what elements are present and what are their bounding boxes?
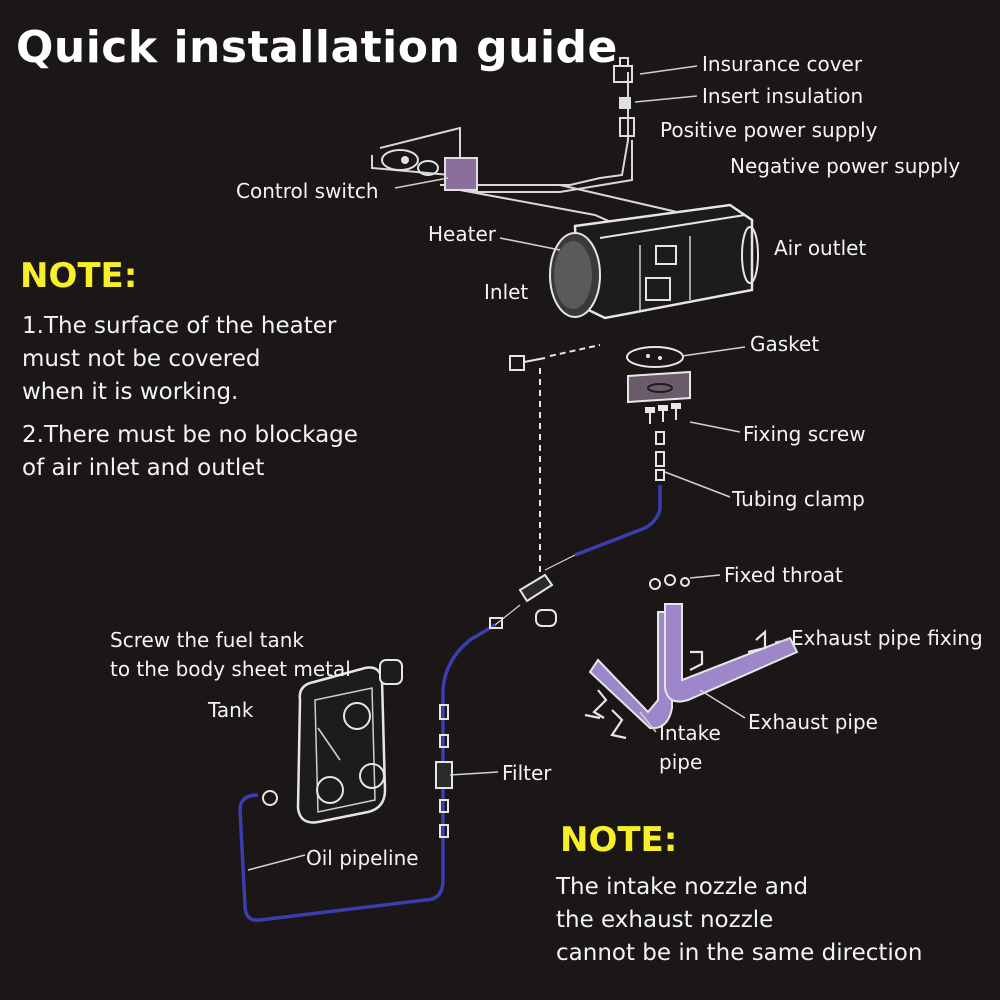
- mounting-plate-icon: [627, 370, 691, 404]
- label-positive-power: Positive power supply: [660, 118, 878, 142]
- note1-line: 2.There must be no blockage: [22, 422, 358, 448]
- label-screw-tank-line2: to the body sheet metal: [110, 657, 351, 681]
- fuel-line: [238, 485, 662, 922]
- note1-line: when it is working.: [22, 379, 239, 405]
- tubing-clamp-icon: [655, 431, 665, 481]
- label-filter: Filter: [502, 761, 552, 785]
- note2-line: The intake nozzle and: [556, 874, 809, 900]
- fuel-line-outline: [494, 554, 576, 626]
- note2-line: cannot be in the same direction: [556, 940, 923, 966]
- label-gasket: Gasket: [750, 332, 820, 356]
- note1-line: 1.The surface of the heater: [22, 313, 337, 339]
- label-tubing-clamp: Tubing clamp: [732, 487, 865, 511]
- label-intake-pipe-line1: Intake: [659, 721, 721, 745]
- intake-pipe-icon: [588, 611, 673, 730]
- label-air-outlet: Air outlet: [774, 236, 867, 260]
- fixed-throat-icon: [649, 574, 690, 590]
- connector-icon: [613, 57, 635, 137]
- label-negative-power: Negative power supply: [730, 154, 961, 178]
- label-insert-insulation: Insert insulation: [702, 84, 864, 108]
- page-title: Quick installation guide: [16, 22, 618, 73]
- note1-line: must not be covered: [22, 346, 261, 372]
- label-control-switch: Control switch: [236, 179, 379, 203]
- label-heater: Heater: [428, 222, 496, 246]
- label-oil-pipeline: Oil pipeline: [306, 846, 419, 870]
- note2-heading: NOTE:: [560, 820, 678, 860]
- fuel-tank-icon: [262, 659, 403, 824]
- note2-line: the exhaust nozzle: [556, 907, 774, 933]
- filter-assembly-icon: [435, 573, 557, 838]
- label-screw-tank-line1: Screw the fuel tank: [110, 628, 304, 652]
- leader-lines: [247, 65, 789, 871]
- pipe-fixing-clips-icon: [584, 629, 767, 740]
- label-tank: Tank: [208, 698, 254, 722]
- gasket-icon: [626, 346, 684, 368]
- label-fixed-throat: Fixed throat: [724, 563, 843, 587]
- note1-heading: NOTE:: [20, 256, 138, 296]
- control-switch-icon: [381, 149, 478, 191]
- label-fixing-screw: Fixing screw: [743, 422, 866, 446]
- label-exhaust-pipe: Exhaust pipe: [748, 710, 878, 734]
- fixing-screw-icon: [645, 403, 681, 424]
- label-inlet: Inlet: [484, 280, 529, 304]
- label-insurance-cover: Insurance cover: [702, 52, 863, 76]
- label-exhaust-pipe-fixing: Exhaust pipe fixing: [791, 626, 983, 650]
- note1-text: 1.The surface of the heater must not be …: [22, 310, 358, 485]
- heater-unit-icon: [549, 203, 759, 320]
- note1-line: of air inlet and outlet: [22, 455, 265, 481]
- inlet-fitting-icon: [509, 344, 601, 580]
- exhaust-pipe-icon: [664, 603, 799, 703]
- label-intake-pipe-line2: pipe: [659, 750, 703, 774]
- note2-text: The intake nozzle and the exhaust nozzle…: [556, 871, 922, 970]
- wiring-harness: [371, 72, 691, 236]
